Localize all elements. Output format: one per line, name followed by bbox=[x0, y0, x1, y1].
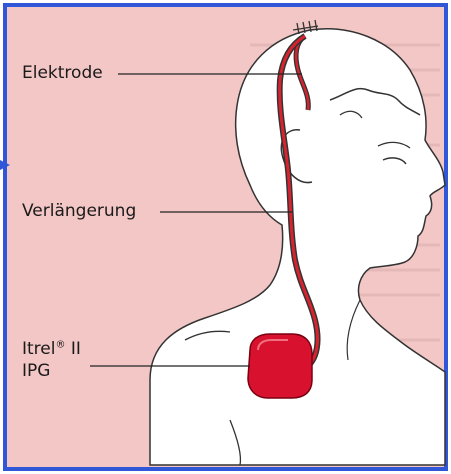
ipg-brand: Itrel bbox=[22, 339, 55, 359]
ipg-model: II bbox=[65, 339, 80, 359]
label-verlaengerung: Verlängerung bbox=[22, 200, 136, 222]
label-ipg-name: Itrel® II bbox=[22, 338, 81, 360]
registered-mark: ® bbox=[55, 339, 65, 350]
ipg-device bbox=[248, 334, 312, 398]
label-ipg-type: IPG bbox=[22, 360, 50, 382]
label-elektrode: Elektrode bbox=[22, 62, 103, 84]
